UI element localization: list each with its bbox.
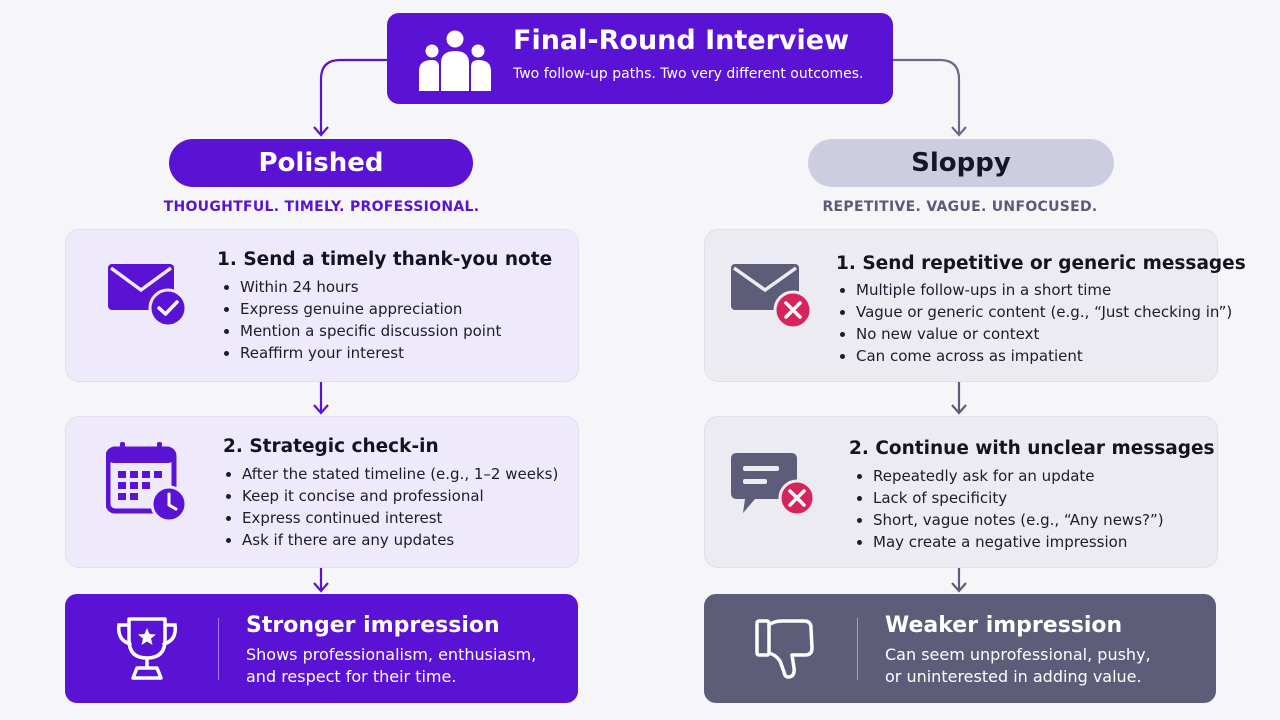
list-item: Short, vague notes (e.g., “Any news?”) <box>855 509 1164 531</box>
polished-step2-card: 2. Strategic check-in After the stated t… <box>65 416 579 568</box>
divider <box>857 618 858 680</box>
list-item: Repeatedly ask for an update <box>855 465 1164 487</box>
polished-tagline: THOUGHTFUL. TIMELY. PROFESSIONAL. <box>163 199 480 215</box>
group-people-icon <box>419 30 491 91</box>
header-box: Final-Round Interview Two follow-up path… <box>387 13 893 104</box>
sloppy-step2-title: 2. Continue with unclear messages <box>849 438 1215 459</box>
list-item: Express continued interest <box>224 507 558 529</box>
page-subtitle: Two follow-up paths. Two very different … <box>513 66 864 82</box>
sloppy-path-label: Sloppy <box>808 139 1114 187</box>
list-item: Express genuine appreciation <box>222 298 501 320</box>
polished-step1-title: 1. Send a timely thank-you note <box>217 249 553 270</box>
list-item: Can come across as impatient <box>838 345 1232 367</box>
sloppy-outcome-line-2: or uninterested in adding value. <box>885 667 1142 686</box>
sloppy-outcome-line-1: Can seem unprofessional, pushy, <box>885 645 1151 664</box>
list-item: Lack of specificity <box>855 487 1164 509</box>
sloppy-tagline: REPETITIVE. VAGUE. UNFOCUSED. <box>822 199 1098 215</box>
envelope-check-icon <box>108 264 188 328</box>
sloppy-step1-card: 1. Send repetitive or generic messages M… <box>704 229 1246 382</box>
list-item: After the stated timeline (e.g., 1–2 wee… <box>224 463 558 485</box>
divider <box>218 618 219 680</box>
sloppy-outcome-title: Weaker impression <box>885 613 1123 638</box>
list-item: Mention a specific discussion point <box>222 320 501 342</box>
polished-step1-list: Within 24 hours Express genuine apprecia… <box>222 276 501 364</box>
envelope-x-icon <box>731 264 813 330</box>
list-item: Multiple follow-ups in a short time <box>838 279 1232 301</box>
list-item: Vague or generic content (e.g., “Just ch… <box>838 301 1232 323</box>
polished-step1-card: 1. Send a timely thank-you note Within 2… <box>65 229 579 382</box>
polished-step2-list: After the stated timeline (e.g., 1–2 wee… <box>224 463 558 551</box>
polished-step2-title: 2. Strategic check-in <box>223 436 439 457</box>
sloppy-step1-list: Multiple follow-ups in a short time Vagu… <box>838 279 1232 367</box>
polished-path-label: Polished <box>169 139 473 187</box>
sloppy-outcome-box: Weaker impression Can seem unprofessiona… <box>704 594 1216 703</box>
list-item: Reaffirm your interest <box>222 342 501 364</box>
calendar-clock-icon <box>106 442 188 523</box>
polished-outcome-title: Stronger impression <box>246 613 500 638</box>
polished-outcome-box: Stronger impression Shows professionalis… <box>65 594 578 703</box>
list-item: May create a negative impression <box>855 531 1164 553</box>
polished-outcome-line-1: Shows professionalism, enthusiasm, <box>246 645 537 664</box>
trophy-icon <box>116 617 178 680</box>
chat-x-icon <box>731 453 816 517</box>
list-item: Ask if there are any updates <box>224 529 558 551</box>
list-item: Keep it concise and professional <box>224 485 558 507</box>
arrow-header-to-polished <box>319 58 387 134</box>
list-item: No new value or context <box>838 323 1232 345</box>
page-title: Final-Round Interview <box>513 25 850 56</box>
list-item: Within 24 hours <box>222 276 501 298</box>
sloppy-step2-card: 2. Continue with unclear messages Repeat… <box>704 416 1218 568</box>
polished-outcome-line-2: and respect for their time. <box>246 667 457 686</box>
sloppy-step2-list: Repeatedly ask for an update Lack of spe… <box>855 465 1164 553</box>
arrow-header-to-sloppy <box>893 58 961 134</box>
thumbs-down-icon <box>755 619 814 679</box>
sloppy-step1-title: 1. Send repetitive or generic messages <box>836 253 1246 274</box>
